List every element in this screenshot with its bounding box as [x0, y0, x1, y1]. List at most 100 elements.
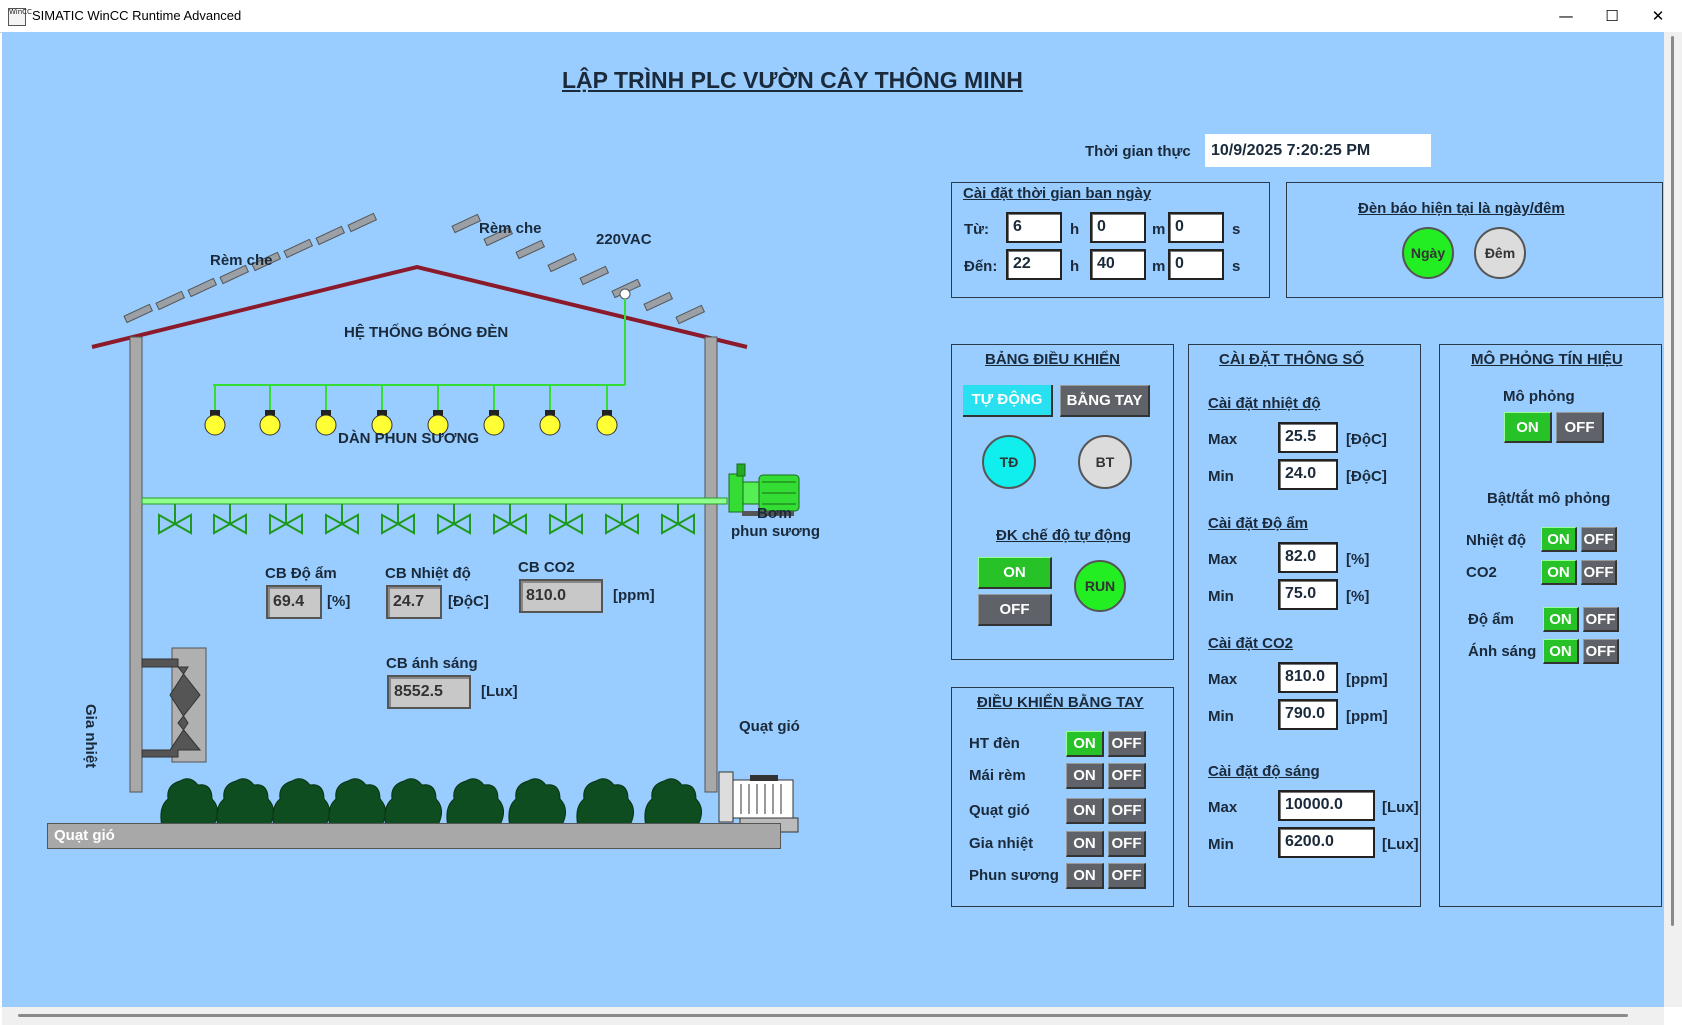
- co2-max-label: Max: [1208, 671, 1238, 688]
- light-min-unit: [Lux]: [1382, 836, 1419, 853]
- simulation-panel: MÔ PHỎNG TÍN HIỆU Mô phỏng ON OFF Bật/tắ…: [1439, 344, 1662, 907]
- humidity-max-input[interactable]: 82.0: [1278, 542, 1338, 573]
- curtain-slats[interactable]: [123, 212, 706, 325]
- heater[interactable]: [141, 647, 207, 763]
- to-minute-input[interactable]: 40: [1090, 249, 1146, 280]
- auto-mode-control-title: ĐK chế độ tự động: [996, 527, 1132, 544]
- temp-min-unit: [ĐộC]: [1346, 468, 1387, 485]
- roof: [91, 264, 748, 349]
- light-min-label: Min: [1208, 836, 1234, 853]
- light-sensor-label: CB ánh sáng: [386, 655, 478, 672]
- power-label: 220VAC: [596, 231, 652, 248]
- maximize-button[interactable]: ☐: [1605, 7, 1619, 25]
- floor-label: Quạt gió: [54, 827, 115, 844]
- co2-setting-title: Cài đặt CO2: [1208, 635, 1294, 652]
- day-night-title: Đèn báo hiện tại là ngày/đêm: [1358, 200, 1565, 217]
- pump-label-1: Bơm: [757, 505, 792, 522]
- from-m-unit: m: [1152, 221, 1166, 238]
- from-second-input[interactable]: 0: [1168, 212, 1224, 243]
- auto-off-button[interactable]: OFF: [978, 594, 1052, 626]
- heater-on-button[interactable]: ON: [1066, 831, 1104, 857]
- horizontal-scrollbar[interactable]: [2, 1007, 1664, 1025]
- to-second-input[interactable]: 0: [1168, 249, 1224, 280]
- humidity-min-input[interactable]: 75.0: [1278, 579, 1338, 610]
- sim-light-on-button[interactable]: ON: [1543, 639, 1579, 664]
- co2-max-unit: [ppm]: [1346, 671, 1388, 688]
- co2-min-input[interactable]: 790.0: [1278, 699, 1338, 730]
- curtain-on-button[interactable]: ON: [1066, 763, 1104, 789]
- fan-off-button[interactable]: OFF: [1108, 798, 1146, 824]
- pump-label-2: phun sương: [731, 523, 821, 540]
- co2-min-unit: [ppm]: [1346, 708, 1388, 725]
- sim-temp-off-button[interactable]: OFF: [1581, 527, 1617, 552]
- humidity-min-unit: [%]: [1346, 588, 1370, 605]
- sim-off-button[interactable]: OFF: [1556, 412, 1604, 443]
- manual-mode-button[interactable]: BẰNG TAY: [1060, 385, 1150, 417]
- sim-temp-on-button[interactable]: ON: [1541, 527, 1577, 552]
- sim-row-label-humidity: Độ ẩm: [1468, 611, 1514, 628]
- to-label: Đến:: [964, 258, 998, 275]
- lights-title: HỆ THỐNG BÓNG ĐÈN: [344, 324, 509, 341]
- manual-control-panel: ĐIỀU KHIỂN BẰNG TAY HT đèn ON OFF Mái rè…: [951, 687, 1174, 907]
- control-panel: BẢNG ĐIỀU KHIỂN TỰ ĐỘNG BẰNG TAY TĐ BT Đ…: [951, 344, 1174, 660]
- light-min-input[interactable]: 6200.0: [1278, 827, 1375, 858]
- co2-sensor-unit: [ppm]: [613, 587, 655, 604]
- vertical-scrollbar[interactable]: [1664, 32, 1682, 1007]
- to-hour-input[interactable]: 22: [1006, 249, 1062, 280]
- temp-min-input[interactable]: 24.0: [1278, 459, 1338, 490]
- sim-row-label-light: Ánh sáng: [1468, 643, 1537, 660]
- to-h-unit: h: [1070, 258, 1080, 275]
- auto-mode-button[interactable]: TỰ ĐỘNG: [963, 385, 1053, 417]
- day-time-panel: Cài đặt thời gian ban ngày Từ: 6 h 0 m 0…: [951, 182, 1270, 298]
- right-wall: [704, 336, 718, 793]
- close-button[interactable]: ✕: [1651, 7, 1665, 25]
- manual-row-label-fan: Quạt gió: [969, 802, 1030, 819]
- sim-co2-off-button[interactable]: OFF: [1581, 560, 1617, 585]
- light-max-label: Max: [1208, 799, 1238, 816]
- auto-mode-indicator: TĐ: [982, 435, 1036, 489]
- manual-row-label-lights: HT đèn: [969, 735, 1020, 752]
- night-indicator: Đêm: [1474, 227, 1526, 279]
- sim-label: Mô phỏng: [1503, 388, 1575, 405]
- co2-max-input[interactable]: 810.0: [1278, 662, 1338, 693]
- temp-max-input[interactable]: 25.5: [1278, 422, 1338, 453]
- mist-off-button[interactable]: OFF: [1108, 863, 1146, 889]
- sim-humidity-on-button[interactable]: ON: [1543, 607, 1579, 632]
- manual-row-label-curtain: Mái rèm: [969, 767, 1026, 784]
- from-hour-input[interactable]: 6: [1006, 212, 1062, 243]
- minimize-button[interactable]: —: [1558, 7, 1574, 25]
- params-title: CÀI ĐẶT THÔNG SỐ: [1219, 351, 1364, 368]
- fan-on-button[interactable]: ON: [1066, 798, 1104, 824]
- lights-off-button[interactable]: OFF: [1108, 731, 1146, 757]
- curtain-off-button[interactable]: OFF: [1108, 763, 1146, 789]
- mist-nozzles: [158, 504, 695, 535]
- auto-on-button[interactable]: ON: [978, 557, 1052, 589]
- to-s-unit: s: [1232, 258, 1241, 275]
- humidity-sensor-unit: [%]: [327, 593, 351, 610]
- temp-setting-title: Cài đặt nhiệt độ: [1208, 395, 1321, 412]
- light-max-input[interactable]: 10000.0: [1278, 790, 1375, 821]
- heater-off-button[interactable]: OFF: [1108, 831, 1146, 857]
- temp-max-label: Max: [1208, 431, 1238, 448]
- page-title: LẬP TRÌNH PLC VƯỜN CÂY THÔNG MINH: [562, 67, 1023, 93]
- sim-row-label-co2: CO2: [1466, 564, 1497, 581]
- from-label: Từ:: [964, 221, 990, 238]
- from-minute-input[interactable]: 0: [1090, 212, 1146, 243]
- mist-pump[interactable]: [728, 463, 800, 516]
- lights-on-button[interactable]: ON: [1066, 731, 1104, 757]
- to-m-unit: m: [1152, 258, 1166, 275]
- sim-light-off-button[interactable]: OFF: [1583, 639, 1619, 664]
- hmi-screen: LẬP TRÌNH PLC VƯỜN CÂY THÔNG MINH Thời g…: [2, 32, 1664, 1007]
- light-sensor-unit: [Lux]: [481, 683, 518, 700]
- humidity-min-label: Min: [1208, 588, 1234, 605]
- sim-on-button[interactable]: ON: [1504, 412, 1552, 443]
- humidity-setting-title: Cài đặt Độ ẩm: [1208, 515, 1309, 532]
- sim-humidity-off-button[interactable]: OFF: [1583, 607, 1619, 632]
- day-indicator: Ngày: [1402, 227, 1454, 279]
- mist-on-button[interactable]: ON: [1066, 863, 1104, 889]
- curtain-right-label: Rèm che: [479, 220, 542, 237]
- fan-label: Quạt gió: [739, 718, 800, 735]
- sim-co2-on-button[interactable]: ON: [1541, 560, 1577, 585]
- mist-pipe: [141, 497, 728, 505]
- params-panel: CÀI ĐẶT THÔNG SỐ Cài đặt nhiệt độ Max 25…: [1188, 344, 1421, 907]
